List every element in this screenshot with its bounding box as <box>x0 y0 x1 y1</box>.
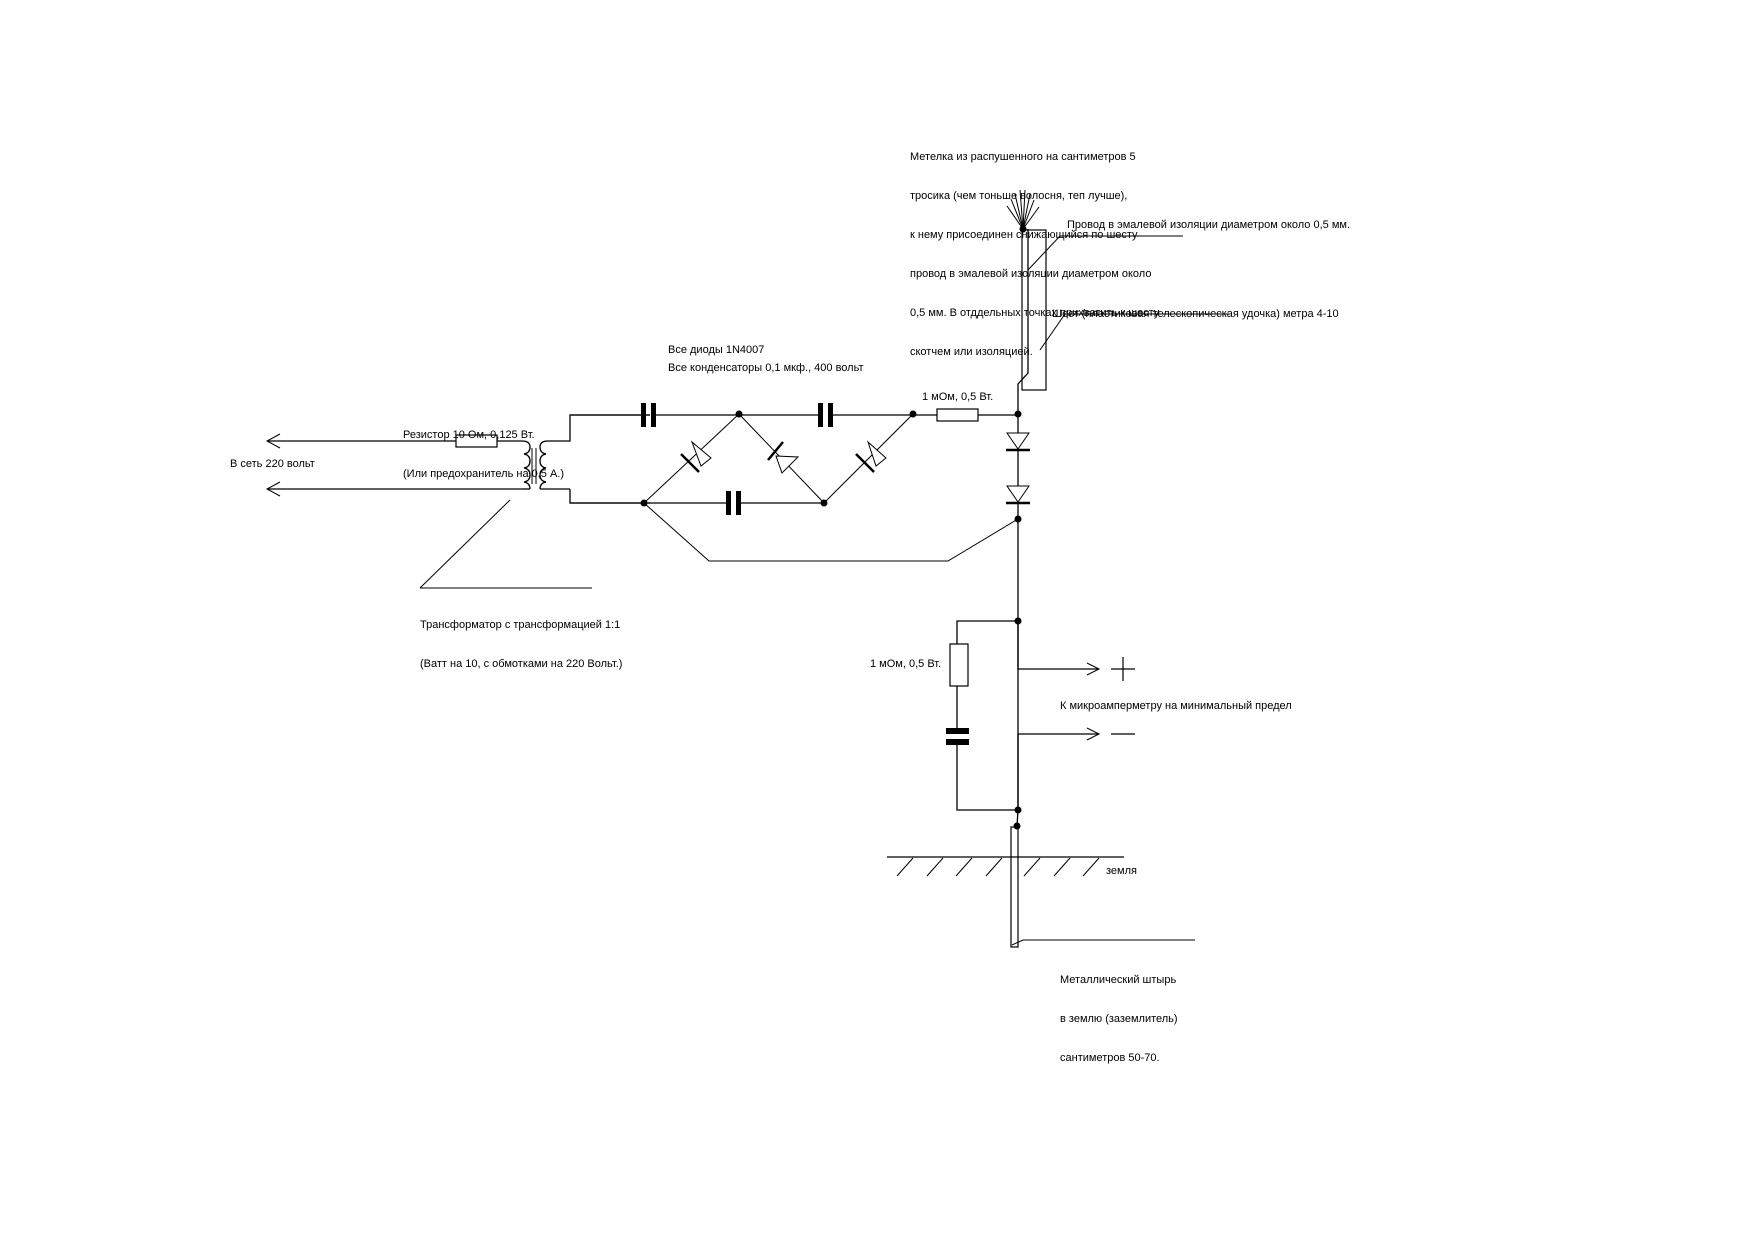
broom-note-line: тросика (чем тоньше волосня, теп лучше), <box>910 190 1128 202</box>
pole-note: Шест (пластиковая телескопическая удочка… <box>1052 308 1339 320</box>
antenna <box>1006 189 1230 414</box>
input-resistor-label-line: (Или предохранитель на 0,5 А.) <box>403 468 565 480</box>
wire-note: Провод в эмалевой изоляции диаметром око… <box>1067 219 1351 231</box>
broom-note-line: скотчем или изоляцией. <box>910 346 1033 358</box>
meter-note: К микроамперметру на минимальный предел <box>1060 700 1292 712</box>
mains-label: В сеть 220 вольт <box>230 458 315 470</box>
transformer-label-line: Трансформатор с трансформацией 1:1 <box>420 619 621 631</box>
input-resistor <box>455 434 498 448</box>
ground <box>887 809 1195 948</box>
ground-label: земля <box>1106 865 1137 877</box>
diode-2 <box>767 441 800 474</box>
broom-note-line: к нему присоединен снижающийся по шесту <box>910 229 1138 241</box>
meter-branch <box>946 620 1135 811</box>
capacitor-1 <box>641 403 646 427</box>
mains-input <box>265 433 522 497</box>
multiplier-bottom-rail <box>570 491 824 515</box>
broom-note-line: Метелка из распушенного на сантиметров 5 <box>910 151 1136 163</box>
diodes-note: Все диоды 1N4007 <box>668 344 765 356</box>
input-resistor-label-line: Резистор 10 Ом, 0,125 Вт. <box>403 429 535 441</box>
rod-note-line: сантиметров 50-70. <box>1060 1052 1160 1064</box>
broom-note: Метелка из распушенного на сантиметров 5… <box>910 125 1159 372</box>
diode-4 <box>1006 432 1030 452</box>
rod-note-line: в землю (заземлитель) <box>1060 1013 1178 1025</box>
capacitor-2 <box>818 403 823 427</box>
shunt-resistor-label: 1 мОм, 0,5 Вт. <box>870 658 942 670</box>
input-resistor-label: Резистор 10 Ом, 0,125 Вт. (Или предохран… <box>403 403 564 494</box>
shunt-resistor <box>949 643 969 687</box>
arrow-left-icon <box>265 481 281 497</box>
capacitor-4 <box>946 728 969 734</box>
broom-note-line: 0,5 мм. В отддельных точках прихватить к… <box>910 307 1160 319</box>
rod-note: Металлический штырь в землю (заземлитель… <box>1060 948 1178 1078</box>
arrow-left-icon <box>265 433 281 449</box>
top-resistor <box>936 408 979 422</box>
diode-1 <box>680 440 712 473</box>
ground-rod <box>1010 826 1019 948</box>
transformer-label: Трансформатор с трансформацией 1:1 (Ватт… <box>420 593 622 684</box>
top-resistor-label: 1 мОм, 0,5 Вт. <box>922 391 994 403</box>
broom-note-line: провод в эмалевой изоляции диаметром око… <box>910 268 1152 280</box>
capacitors-note: Все конденсаторы 0,1 мкф., 400 вольт <box>668 362 864 374</box>
broom-icon <box>1006 189 1040 230</box>
transformer-label-line: (Ватт на 10, с обмотками на 220 Вольт.) <box>420 658 623 670</box>
rod-note-line: Металлический штырь <box>1060 974 1177 986</box>
diode-3 <box>855 440 887 473</box>
capacitor-3 <box>726 491 731 515</box>
diode-5 <box>1006 485 1030 505</box>
multiplier-top-rail <box>570 403 1018 427</box>
diodes-bridge <box>643 413 914 504</box>
pole <box>1021 229 1047 391</box>
output-chain <box>643 414 1030 810</box>
